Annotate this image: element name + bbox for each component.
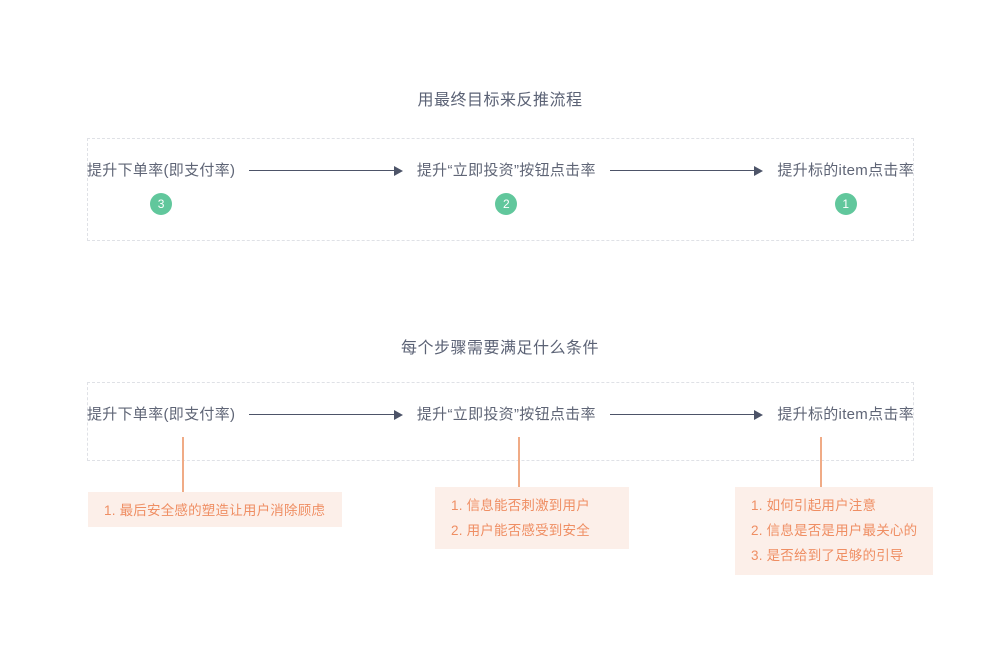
connector-line-2	[518, 437, 520, 487]
condition-note-box-1: 1. 最后安全感的塑造让用户消除顾虑	[88, 492, 342, 527]
note-line: 2. 用户能否感受到安全	[451, 523, 590, 538]
flow-node-badge: 2	[495, 193, 518, 215]
arrow-shaft	[249, 414, 396, 416]
flow-row-conditions: 提升下单率(即支付率) 提升“立即投资”按钮点击率 提升标的item点击率	[87, 404, 914, 426]
arrow-shaft	[609, 414, 757, 416]
connector-line-3	[820, 437, 822, 487]
arrow-right-icon	[249, 404, 403, 426]
flow-row-goals: 提升下单率(即支付率) 3 提升“立即投资”按钮点击率 2 提升标的item点击…	[87, 160, 914, 215]
note-line: 1. 如何引起用户注意	[751, 498, 877, 513]
flow-node-invest-button-ctr[interactable]: 提升“立即投资”按钮点击率 2	[417, 160, 596, 215]
flow-node-badge: 1	[834, 193, 857, 215]
flow-node-label: 提升下单率(即支付率)	[87, 162, 236, 179]
section-2-title: 每个步骤需要满足什么条件	[400, 340, 599, 357]
arrow-shaft	[249, 170, 396, 172]
condition-note-box-3: 1. 如何引起用户注意 2. 信息是否是用户最关心的 3. 是否给到了足够的引导	[735, 487, 933, 575]
flow-panel-conditions	[87, 382, 914, 461]
flow-node-label: 提升标的item点击率	[777, 406, 914, 423]
flow-node-item-ctr[interactable]: 提升标的item点击率 1	[777, 160, 914, 215]
flow-node-order-rate[interactable]: 提升下单率(即支付率) 3	[87, 160, 235, 215]
arrow-head	[393, 165, 403, 176]
arrow-head	[754, 409, 764, 420]
arrow-right-icon	[249, 160, 403, 182]
arrow-shaft	[609, 170, 757, 172]
flow-node-label: 提升“立即投资”按钮点击率	[416, 406, 596, 423]
flow-node-label: 提升“立即投资”按钮点击率	[416, 162, 596, 179]
arrow-right-icon	[609, 404, 764, 426]
flow-panel-goals	[87, 138, 914, 241]
connector-line-1	[182, 437, 184, 493]
arrow-head	[393, 409, 403, 420]
note-line: 3. 是否给到了足够的引导	[751, 548, 904, 563]
flow-node-badge: 3	[150, 193, 173, 215]
flow-node-label: 提升下单率(即支付率)	[87, 406, 236, 423]
note-line: 1. 信息能否刺激到用户	[451, 498, 590, 513]
section-1-title: 用最终目标来反推流程	[417, 92, 583, 109]
condition-node-invest-button-ctr[interactable]: 提升“立即投资”按钮点击率	[417, 404, 596, 426]
arrow-right-icon	[609, 160, 764, 182]
flow-node-label: 提升标的item点击率	[777, 162, 914, 179]
condition-node-order-rate[interactable]: 提升下单率(即支付率)	[87, 404, 235, 426]
arrow-head	[754, 165, 764, 176]
condition-node-item-ctr[interactable]: 提升标的item点击率	[777, 404, 914, 426]
condition-note-box-2: 1. 信息能否刺激到用户 2. 用户能否感受到安全	[435, 487, 629, 549]
note-line: 2. 信息是否是用户最关心的	[751, 523, 918, 538]
note-line: 1. 最后安全感的塑造让用户消除顾虑	[104, 503, 326, 518]
